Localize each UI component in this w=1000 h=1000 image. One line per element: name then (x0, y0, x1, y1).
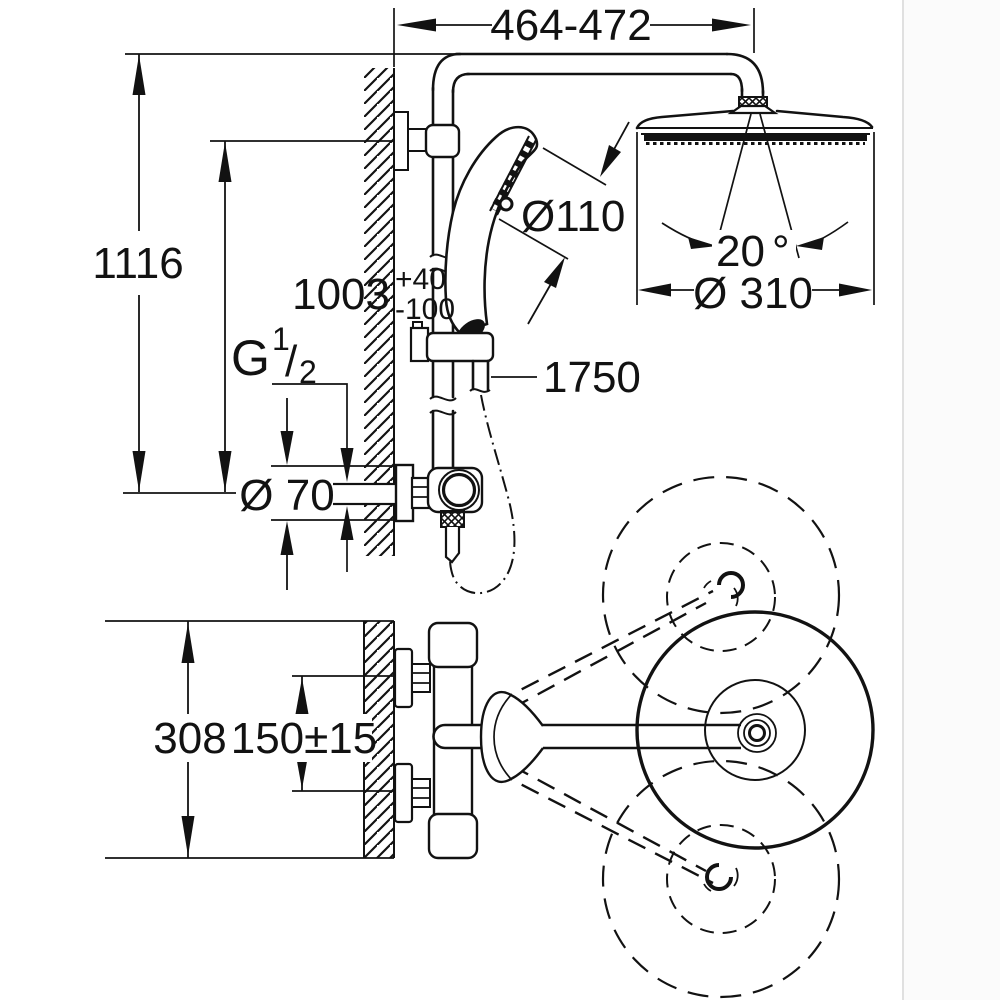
head-shower-top-view (635, 610, 875, 850)
union-nut-bottom (411, 778, 431, 808)
hand-shower-holder (409, 319, 495, 363)
escutcheon-bottom (393, 762, 414, 824)
thread-label-G: G (231, 330, 270, 386)
dim-rail-height: 1003 (292, 270, 390, 319)
dim-tilt-angle: 20 (716, 227, 765, 276)
union-nut (410, 476, 431, 510)
dim-head-dia: Ø 310 (693, 269, 813, 318)
union-nut-top (411, 663, 431, 693)
wall-section-lower (105, 620, 395, 859)
valve-handle-top (427, 621, 479, 669)
hand-shower-top-view (479, 691, 544, 783)
dimensions-top-view: 308 150±15 (146, 621, 394, 858)
dim-hose-length: 1750 (543, 353, 641, 402)
spray-face-pattern (490, 139, 535, 213)
thermostat-top-view (393, 621, 479, 860)
swivel-position-up (601, 475, 841, 715)
dim-inlet-distance: 150±15 (231, 714, 378, 763)
thread-label-num: 1 (272, 321, 290, 357)
valve-handle-bottom (427, 812, 479, 860)
dim-rail-tol-plus: +40 (395, 263, 446, 296)
hose-outlet (444, 527, 461, 564)
swivel-position-down (601, 759, 841, 999)
ball-joint-cone (727, 104, 779, 115)
pipe-break-mark (429, 395, 457, 402)
dim-escutcheon-dia: Ø 70 (239, 471, 334, 520)
spray-center (498, 196, 514, 212)
hand-shower (444, 125, 539, 335)
ball-joint-nut (738, 96, 768, 107)
dim-top-width: 464-472 (490, 1, 651, 50)
escutcheon-top (393, 647, 414, 709)
thread-label-slash: / (285, 337, 298, 386)
dim-rail-tol-minus: -100 (395, 293, 455, 326)
page-margin (903, 0, 1000, 1000)
pipe-break-mark (429, 409, 457, 416)
dim-hand-shower-dia: Ø110 (521, 192, 625, 241)
thermostat-valve-side (320, 463, 484, 564)
shower-hose (449, 359, 516, 595)
side-view (320, 52, 874, 595)
head-shower-side (635, 87, 874, 145)
dim-valve-width: 308 (153, 714, 226, 763)
hose-loop-dashdot (449, 394, 516, 595)
dim-total-height: 1116 (92, 239, 183, 288)
escutcheon (394, 463, 415, 523)
shower-arm-top-view (432, 723, 741, 750)
top-view (105, 475, 875, 999)
degree-sign: ° (772, 227, 790, 276)
thread-label-den: 2 (299, 354, 317, 390)
dimensions-side: 464-472 1116 1003 +40 -100 G 1 / 2 (90, 1, 875, 590)
hose-nut (440, 510, 465, 528)
wall-bracket (393, 111, 461, 171)
